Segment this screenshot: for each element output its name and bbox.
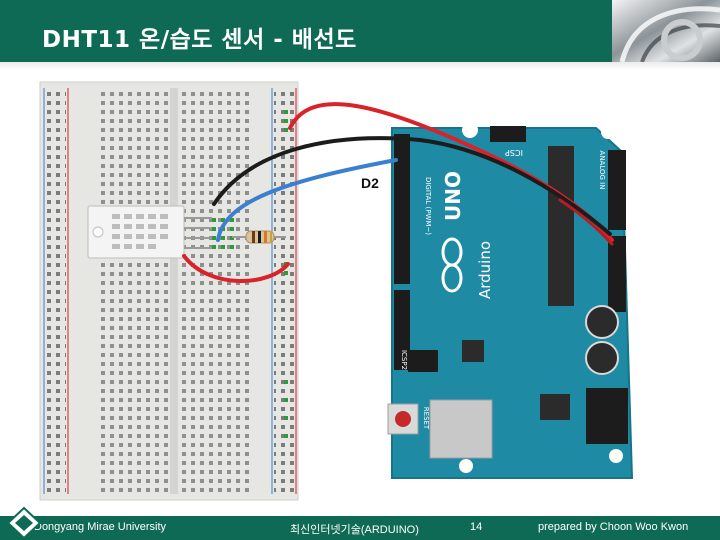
resistor [232, 230, 286, 244]
board-label-reset: RESET [422, 407, 430, 430]
board-label-analog-in: ANALOG IN [598, 151, 606, 190]
footer-credit: prepared by Choon Woo Kwon [538, 521, 689, 533]
diamond-logo-icon [6, 506, 42, 540]
footer-page-number: 14 [470, 521, 483, 533]
breadboard [39, 81, 299, 501]
page-title: DHT11 온/습도 센서 - 배선도 [42, 27, 357, 53]
board-label-icsp: ICSP [505, 148, 523, 157]
wires [182, 102, 614, 283]
pin-label-d2: D2 [361, 175, 379, 191]
footer-bar: Dongyang Mirae University 최신인터넷기술(ARDUIN… [0, 516, 720, 540]
footer-university: Dongyang Mirae University [34, 521, 167, 533]
red-wire-rail [558, 198, 614, 246]
black-wire-gnd [212, 136, 612, 236]
board-label-digital: DIGITAL (PWM~) [424, 177, 432, 235]
arduino-model-text: UNO [441, 171, 465, 221]
wiring-diagram: Arduino UNO ICSP ANALOG IN DIGITAL (PWM~… [39, 81, 634, 501]
header-logo-image [612, 0, 720, 62]
arduino-brand-text: Arduino [476, 241, 494, 299]
dht11-sensor [87, 205, 212, 259]
header-bar: DHT11 온/습도 센서 - 배선도 [0, 0, 720, 62]
board-label-icsp2: ICSP2 [400, 350, 408, 370]
blue-wire-d2 [216, 158, 398, 242]
red-wire-vcc [182, 254, 290, 283]
arduino-uno-board: Arduino UNO ICSP ANALOG IN DIGITAL (PWM~… [387, 122, 634, 479]
header-divider [0, 62, 720, 70]
footer-course: 최신인터넷기술(ARDUINO) [290, 524, 419, 536]
